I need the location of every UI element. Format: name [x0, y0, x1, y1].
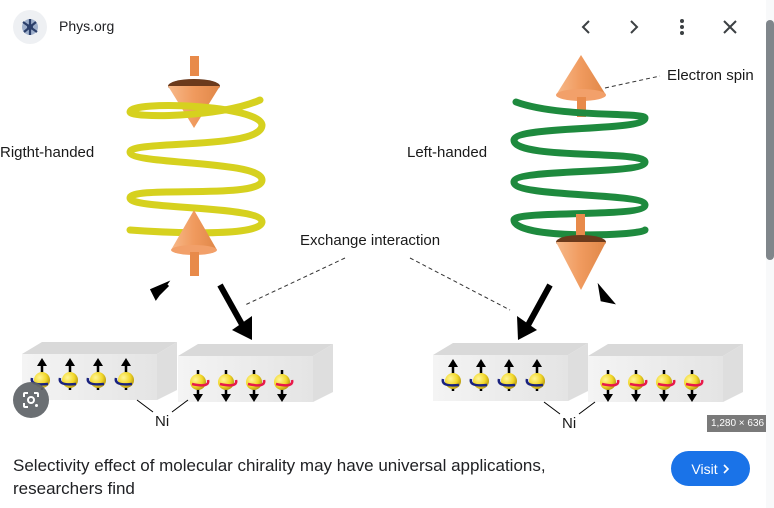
left-handed-helix-group	[510, 55, 649, 290]
spin-down-arrow-icon	[659, 394, 669, 402]
left-handed-helix	[510, 98, 649, 239]
spin-down-arrow-icon	[221, 394, 231, 402]
spin-up-arrow-icon	[121, 358, 131, 366]
rotation-curl-icon	[114, 377, 133, 386]
rotation-curl-icon	[191, 379, 210, 387]
phys-org-logo-icon[interactable]	[13, 10, 47, 44]
spin-down-arrow-icon	[193, 394, 203, 402]
spin-arrow-down-icon	[556, 242, 606, 290]
rotation-curl-icon	[685, 379, 704, 387]
rotation-curl-icon	[601, 379, 620, 387]
spin-ball	[246, 374, 262, 390]
spin-down-arrow-icon	[277, 394, 287, 402]
block-top	[22, 342, 177, 354]
spin-ball	[274, 374, 290, 390]
exchange-leader-left	[244, 257, 346, 306]
spin-ball	[600, 374, 616, 390]
spin-arrow-shaft-top	[190, 56, 199, 76]
spin-ball	[190, 374, 206, 390]
block-side	[568, 343, 588, 401]
rotation-curl-icon	[629, 379, 648, 387]
block-side	[157, 342, 177, 400]
header: Phys.org	[0, 0, 766, 52]
rotation-curl-icon	[275, 379, 294, 387]
google-lens-icon	[23, 392, 39, 408]
more-options-button[interactable]	[667, 12, 697, 42]
spin-ball	[218, 374, 234, 390]
spin-up-arrow-icon	[65, 358, 75, 366]
chevron-right-icon	[723, 463, 729, 474]
spin-down-arrow-icon	[249, 394, 259, 402]
more-vert-icon	[680, 19, 684, 35]
spin-down-arrow-icon	[687, 394, 697, 402]
right-handed-helix	[126, 96, 266, 237]
previous-button[interactable]	[571, 12, 601, 42]
direction-arrows	[149, 280, 616, 340]
spin-down-arrow-icon	[603, 394, 613, 402]
source-name[interactable]: Phys.org	[59, 18, 115, 34]
exchange-leader-right	[409, 257, 511, 311]
ni-label-right: Ni	[562, 415, 576, 432]
chevron-left-icon	[581, 20, 590, 34]
visit-button[interactable]: Visit	[671, 451, 750, 486]
chirality-figure[interactable]: Rigtht-handed Left-handed Electron spin …	[0, 44, 766, 434]
rotation-curl-icon	[86, 377, 105, 386]
rotation-curl-icon	[441, 378, 460, 387]
spin-arrow-up-icon	[556, 55, 606, 95]
google-lens-button[interactable]	[13, 382, 49, 418]
rotation-curl-icon	[58, 377, 77, 386]
electron-spin-leader	[604, 75, 661, 89]
rotation-curl-icon	[219, 379, 238, 387]
ni-label-left: Ni	[155, 413, 169, 430]
scrollbar-thumb[interactable]	[766, 20, 774, 260]
exchange-interaction-label: Exchange interaction	[300, 232, 440, 249]
right-handed-label: Rigtht-handed	[0, 144, 94, 161]
rotation-curl-icon	[657, 379, 676, 387]
chevron-right-icon	[630, 20, 639, 34]
close-icon	[723, 20, 737, 34]
block-side	[313, 344, 333, 402]
spin-up-arrow-icon	[37, 358, 47, 366]
spin-up-arrow-icon	[93, 358, 103, 366]
spin-ball	[628, 374, 644, 390]
spin-ball	[656, 374, 672, 390]
spin-up-arrow-icon	[448, 359, 458, 367]
image-dimensions-badge: 1,280 × 636	[707, 415, 769, 432]
image-caption-title[interactable]: Selectivity effect of molecular chiralit…	[13, 456, 546, 498]
spin-down-arrow-icon	[631, 394, 641, 402]
spin-up-arrow-icon	[476, 359, 486, 367]
block-top	[433, 343, 588, 355]
electron-spin-label: Electron spin	[667, 67, 754, 84]
visit-label: Visit	[691, 460, 718, 477]
spin-up-arrow-icon	[532, 359, 542, 367]
rotation-curl-icon	[497, 378, 516, 387]
block-top	[588, 344, 743, 356]
rotation-curl-icon	[247, 379, 266, 387]
rotation-curl-icon	[525, 378, 544, 387]
ni-blocks	[22, 342, 743, 402]
spin-arrow-up-icon	[171, 210, 217, 250]
rotation-curl-icon	[469, 378, 488, 387]
block-top	[178, 344, 333, 356]
next-button[interactable]	[619, 12, 649, 42]
close-button[interactable]	[715, 12, 745, 42]
spin-up-arrow-icon	[504, 359, 514, 367]
spin-ball	[684, 374, 700, 390]
left-handed-label: Left-handed	[407, 144, 487, 161]
block-side	[723, 344, 743, 402]
right-handed-helix-group	[126, 56, 266, 276]
